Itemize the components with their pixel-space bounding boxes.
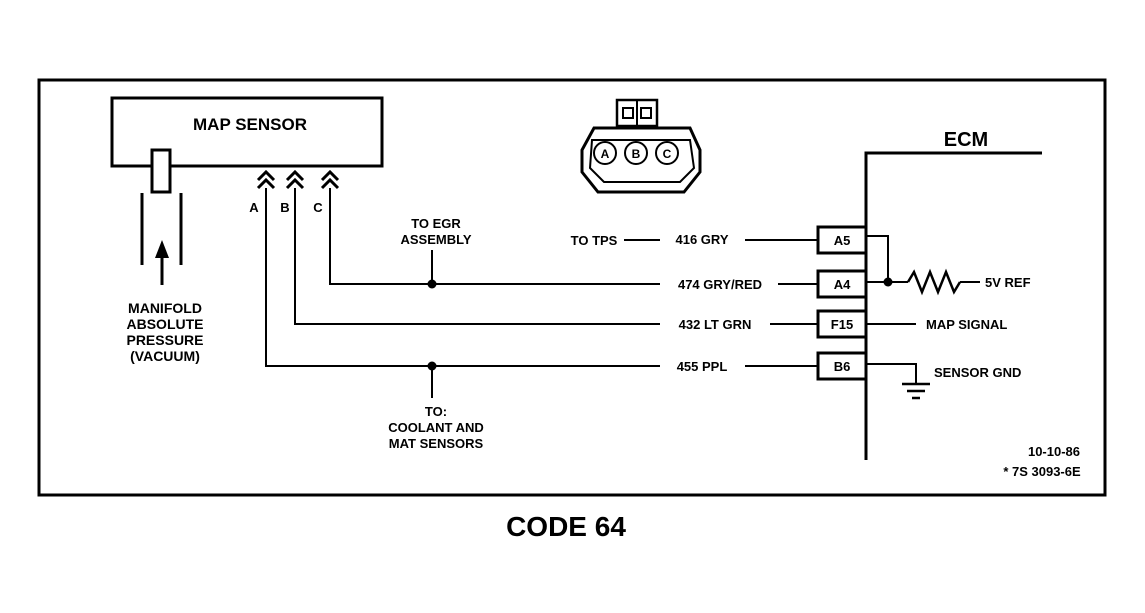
- resistor: [906, 268, 962, 296]
- map-signal-label: MAP SIGNAL: [926, 317, 1007, 332]
- connector-pin-c: [655, 141, 679, 165]
- code-title: CODE 64: [506, 511, 626, 542]
- svg-text:MAT SENSORS: MAT SENSORS: [389, 436, 484, 451]
- wires: [265, 188, 818, 398]
- svg-text:(VACUUM): (VACUUM): [130, 348, 200, 364]
- coolant-junction: [427, 361, 437, 371]
- connector-icon: [580, 98, 702, 194]
- ecm-title: ECM: [944, 129, 988, 151]
- circuit-432-label: 432 LT GRN: [679, 317, 752, 332]
- map-sensor-title: MAP SENSOR: [193, 115, 307, 134]
- wire-455: [265, 188, 660, 367]
- svg-text:MANIFOLD: MANIFOLD: [128, 300, 202, 316]
- ecm-boundary: [864, 151, 1042, 460]
- egr-label: TO EGR ASSEMBLY: [400, 216, 471, 247]
- footer-ref: * 7S 3093-6E: [1003, 464, 1081, 479]
- footer-date: 10-10-86: [1028, 444, 1080, 459]
- svg-text:A5: A5: [834, 233, 851, 248]
- svg-text:B6: B6: [834, 359, 851, 374]
- svg-text:ABSOLUTE: ABSOLUTE: [127, 316, 204, 332]
- ecm-internal-wiring: [866, 235, 980, 400]
- svg-text:ASSEMBLY: ASSEMBLY: [400, 232, 471, 247]
- svg-text:C: C: [663, 147, 672, 161]
- wire-474: [329, 188, 660, 285]
- egr-junction: [427, 279, 437, 289]
- pin-chevrons: [256, 169, 340, 190]
- sensor-gnd-label: SENSOR GND: [934, 365, 1021, 380]
- svg-text:A4: A4: [834, 277, 851, 292]
- vacuum-port: [150, 148, 172, 194]
- diagram-frame: [37, 78, 1107, 497]
- svg-text:A: A: [601, 147, 610, 161]
- pin-label-c: C: [313, 200, 323, 215]
- map-sensor: MAP SENSOR: [110, 96, 384, 285]
- 5v-ref-label: 5V REF: [985, 275, 1031, 290]
- circuit-455-label: 455 PPL: [677, 359, 728, 374]
- ecm-terminals: A5 A4 F15 B6: [816, 225, 868, 381]
- terminal-b6: [816, 351, 868, 381]
- wire-432: [294, 188, 660, 325]
- svg-text:COOLANT AND: COOLANT AND: [388, 420, 484, 435]
- circuit-474-label: 474 GRY/RED: [678, 277, 762, 292]
- connector-pin-b: [624, 141, 648, 165]
- ref-junction: [883, 277, 893, 287]
- svg-text:B: B: [632, 147, 641, 161]
- svg-text:TO:: TO:: [425, 404, 447, 419]
- svg-text:F15: F15: [831, 317, 853, 332]
- pin-label-b: B: [280, 200, 289, 215]
- pin-label-a: A: [249, 200, 259, 215]
- svg-text:PRESSURE: PRESSURE: [126, 332, 203, 348]
- svg-text:TO EGR: TO EGR: [411, 216, 461, 231]
- coolant-label: TO: COOLANT AND MAT SENSORS: [388, 404, 484, 451]
- tps-label: TO TPS: [571, 233, 618, 248]
- connector-pin-a: [593, 141, 617, 165]
- circuit-416-label: 416 GRY: [676, 232, 729, 247]
- manifold-label: MANIFOLD ABSOLUTE PRESSURE (VACUUM): [126, 300, 203, 364]
